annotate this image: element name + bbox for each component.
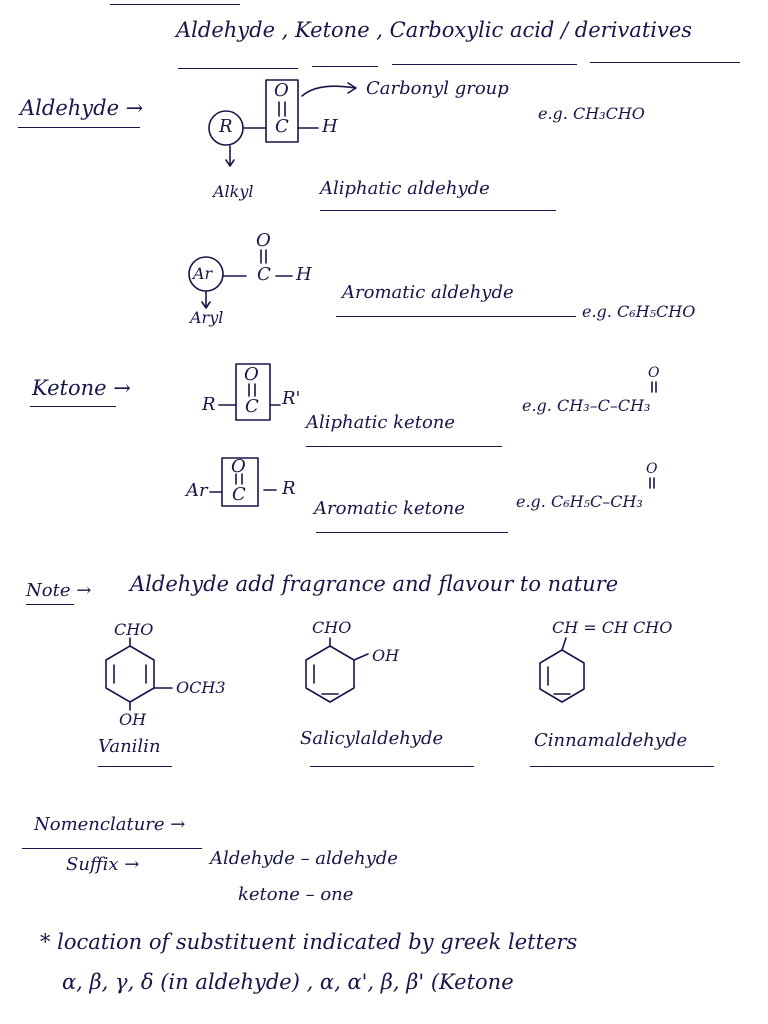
location-note-line1: * location of substituent indicated by g… [40,930,578,954]
aldehyde-hydrogen: H [322,116,338,137]
aldehyde-suffix-rule: Aldehyde – aldehyde [210,848,398,869]
aliphatic-ketone-underline [306,446,502,447]
page-title: Aldehyde , Ketone , Carboxylic acid / de… [176,18,693,42]
aliphatic-ketone-label: Aliphatic ketone [306,412,456,433]
salicylaldehyde-name: Salicylaldehyde [300,728,444,749]
carbonyl-carbon: C [275,116,289,137]
ketone-heading: Ketone → [32,376,131,400]
aromatic-aldehyde-underline [336,316,576,317]
aliphatic-aldehyde-underline [320,210,556,211]
aliphatic-aldehyde-example: e.g. CH₃CHO [538,104,645,123]
aldehyde-heading: Aldehyde → [20,96,144,120]
aliphatic-aldehyde-label: Aliphatic aldehyde [320,178,490,199]
aliphatic-ketone-example: e.g. CH₃–C–CH₃ [522,396,651,415]
aryl-label: Aryl [190,308,224,327]
aromatic-aldehyde-example: e.g. C₆H₅CHO [582,302,696,321]
vanillin-underline [98,766,172,767]
aromatic-aldehyde-label: Aromatic aldehyde [342,282,514,303]
title-underline-2 [312,66,378,67]
aromatic-ketone-underline [316,532,508,533]
carbonyl-arrow [301,85,356,97]
cinnamaldehyde-underline [530,766,714,767]
ketone-r-prime: R' [282,388,301,409]
location-note-line2: α, β, γ, δ (in aldehyde) , α, α', β, β' … [62,970,514,994]
title-underline-4 [590,62,740,63]
ar-circle [188,256,224,292]
note-label: Note → [26,580,92,601]
top-margin-line [110,4,240,5]
aromatic-ketone-example-oxygen: O [646,461,658,477]
aromatic-aldehyde-carbon: C [257,264,271,285]
salicylaldehyde-underline [310,766,474,767]
ar-group: Ar [193,264,213,283]
salicylaldehyde-oh: OH [372,646,400,665]
aromatic-aldehyde-oxygen: O [256,230,271,251]
ketone-carbonyl-box [235,363,271,421]
suffix-label: Suffix → [66,854,140,875]
aromatic-ketone-carbon: C [232,484,246,505]
aldehyde-heading-underline [18,127,140,128]
carbonyl-group-label: Carbonyl group [366,78,509,99]
aromatic-ketone-label: Aromatic ketone [314,498,465,519]
vanillin-och3: OCH3 [176,678,226,697]
cinnamaldehyde-chain: CH = CH CHO [552,618,673,637]
title-underline-3 [392,64,577,65]
r-group: R [219,116,233,137]
note-text: Aldehyde add fragrance and flavour to na… [130,572,619,596]
aromatic-aldehyde-hydrogen: H [296,264,312,285]
vanillin-cho: CHO [114,620,154,639]
salicylaldehyde-cho: CHO [312,618,352,637]
ketone-r: R [202,394,216,415]
ketone-carbon: C [245,396,259,417]
aromatic-ketone-r: R [282,478,296,499]
note-label-underline [26,604,74,605]
aromatic-ketone-example: e.g. C₆H₅C–CH₃ [516,492,643,511]
carbonyl-box [265,79,299,143]
nomenclature-underline [22,848,202,849]
ketone-heading-underline [30,406,116,407]
title-underline-1 [178,68,298,69]
nomenclature-title: Nomenclature → [34,814,186,835]
ketone-suffix-rule: ketone – one [238,884,354,905]
vanillin-oh: OH [119,710,147,729]
cinnamaldehyde-name: Cinnamaldehyde [534,730,688,751]
vanillin-name: Vanilin [98,736,161,757]
alkyl-label: Alkyl [213,182,254,201]
aromatic-ketone-ar: Ar [186,480,208,501]
aliphatic-ketone-example-oxygen: O [648,365,660,381]
ketone-oxygen: O [244,364,259,385]
aromatic-ketone-oxygen: O [231,456,246,477]
carbonyl-oxygen: O [274,80,289,101]
aromatic-ketone-carbonyl-box [221,457,259,507]
